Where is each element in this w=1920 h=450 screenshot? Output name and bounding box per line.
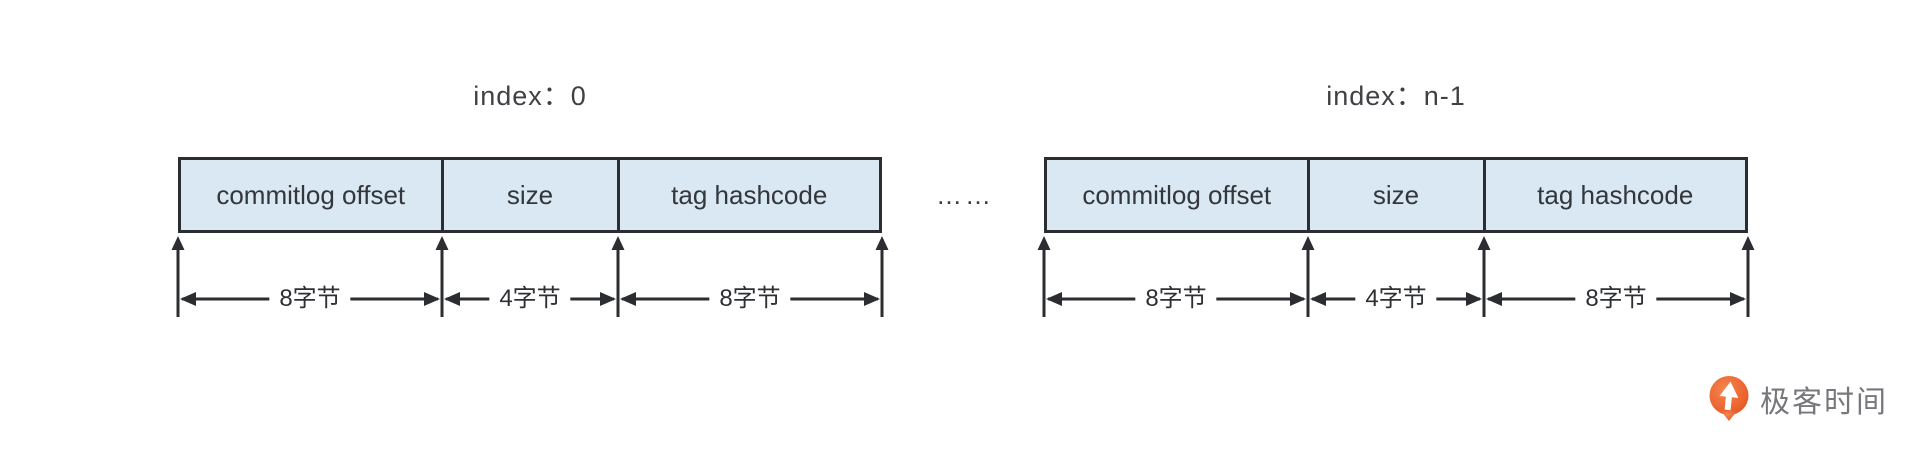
record-block-index-0: index：0 commitlog offset size tag hashco…	[171, 60, 889, 350]
field-cell-commitlog-offset: commitlog offset	[216, 179, 406, 210]
byte-size-label: 4字节	[489, 284, 571, 314]
field-cell-tag-hashcode: tag hashcode	[616, 160, 880, 230]
measurement-arrows	[1037, 236, 1755, 317]
field-cell-commitlog-offset: commitlog offset	[1082, 179, 1272, 210]
record-index-label: index：n-1	[1326, 81, 1466, 111]
field-cell-tag-hashcode: tag hashcode	[1482, 160, 1746, 230]
byte-size-label: 4字节	[1355, 284, 1437, 314]
record-index-label: index：0	[473, 81, 587, 111]
field-cell-size: size	[440, 160, 617, 230]
ellipsis-separator: ……	[936, 180, 994, 210]
record-block-index-n-1: index：n-1 commitlog offset size tag hash…	[1037, 60, 1755, 350]
geektime-logo: 极客时间	[1706, 375, 1888, 422]
geektime-logo-icon	[1709, 376, 1749, 421]
byte-size-label: 8字节	[1575, 284, 1657, 314]
boundary-up-arrow	[1037, 236, 1755, 317]
byte-size-label: 8字节	[1135, 284, 1217, 314]
record-struct-box: commitlog offset size tag hashcode	[1044, 157, 1748, 233]
field-cell-size: size	[1306, 160, 1483, 230]
record-struct-box: commitlog offset size tag hashcode	[178, 157, 882, 233]
byte-size-label: 8字节	[269, 284, 351, 314]
byte-size-label: 8字节	[709, 284, 791, 314]
boundary-up-arrow	[171, 236, 889, 317]
geektime-logo-text: 极客时间	[1760, 385, 1888, 419]
